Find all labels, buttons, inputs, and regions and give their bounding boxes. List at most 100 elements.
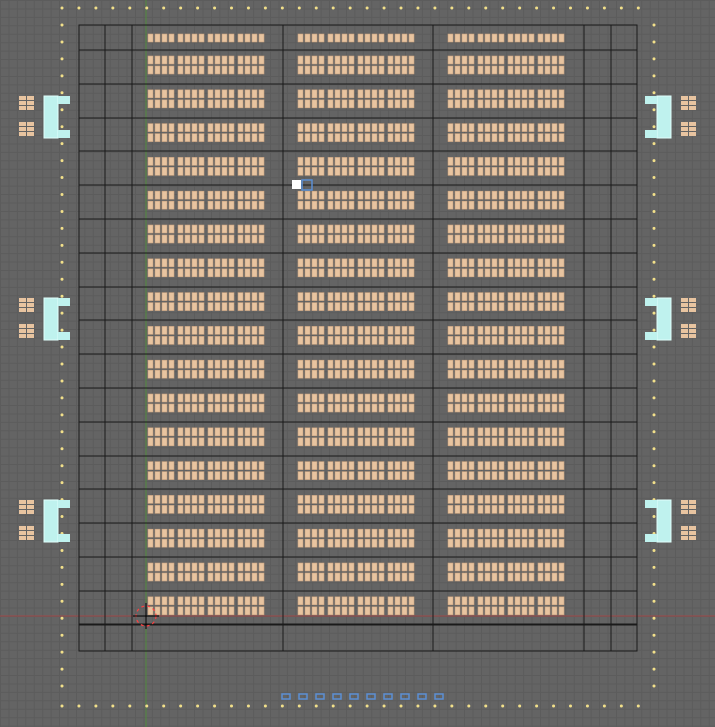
rack-slot[interactable] — [161, 403, 168, 413]
pallet[interactable] — [681, 96, 688, 100]
rack-slot[interactable] — [161, 326, 168, 335]
rack-slot[interactable] — [184, 403, 191, 413]
rack-slot[interactable] — [447, 495, 454, 504]
rack-slot[interactable] — [394, 234, 401, 244]
rack-slot[interactable] — [378, 336, 385, 345]
rack-slot[interactable] — [371, 562, 378, 572]
rack-slot[interactable] — [447, 427, 454, 437]
rack-slot[interactable] — [514, 528, 521, 538]
rack-slot[interactable] — [147, 133, 154, 142]
rack-slot[interactable] — [198, 437, 205, 447]
light-icon[interactable] — [652, 481, 656, 485]
rack-slot[interactable] — [348, 528, 355, 538]
rack-slot[interactable] — [198, 89, 205, 99]
rack-slot[interactable] — [521, 427, 528, 437]
rack-slot[interactable] — [544, 572, 551, 582]
light-icon[interactable] — [535, 6, 539, 10]
rack-slot[interactable] — [537, 326, 544, 335]
rack-slot[interactable] — [528, 538, 535, 548]
rack-slot[interactable] — [528, 99, 535, 109]
rack-slot[interactable] — [198, 302, 205, 311]
rack-slot[interactable] — [498, 224, 505, 234]
rack-slot[interactable] — [214, 224, 221, 234]
rack-slot[interactable] — [318, 336, 325, 345]
rack-slot[interactable] — [477, 427, 484, 437]
rack-slot[interactable] — [454, 369, 461, 379]
light-icon[interactable] — [60, 396, 64, 400]
rack-slot[interactable] — [251, 167, 258, 176]
light-icon[interactable] — [552, 704, 556, 708]
light-icon[interactable] — [280, 6, 284, 10]
rack-slot[interactable] — [461, 133, 468, 142]
rack-slot[interactable] — [154, 190, 161, 200]
rack-slot[interactable] — [364, 200, 371, 210]
rack-slot[interactable] — [544, 505, 551, 514]
rack-slot[interactable] — [304, 326, 311, 335]
rack-slot[interactable] — [477, 562, 484, 572]
rack-slot[interactable] — [177, 157, 184, 166]
rack-slot[interactable] — [334, 538, 341, 548]
rack-slot[interactable] — [507, 326, 514, 335]
rack-slot[interactable] — [198, 292, 205, 301]
rack-slot[interactable] — [154, 393, 161, 403]
rack-slot[interactable] — [551, 133, 558, 142]
rack-slot[interactable] — [537, 123, 544, 132]
rack-slot[interactable] — [461, 224, 468, 234]
rack-slot[interactable] — [161, 33, 168, 43]
rack-slot[interactable] — [514, 258, 521, 268]
light-icon[interactable] — [246, 6, 250, 10]
rack-slot[interactable] — [228, 596, 235, 606]
rack-slot[interactable] — [341, 65, 348, 75]
rack-slot[interactable] — [477, 528, 484, 538]
rack-slot[interactable] — [198, 596, 205, 606]
light-icon[interactable] — [652, 260, 656, 264]
rack-slot[interactable] — [528, 268, 535, 278]
rack-slot[interactable] — [528, 55, 535, 65]
rack-slot[interactable] — [461, 55, 468, 65]
rack-slot[interactable] — [537, 258, 544, 268]
rack-slot[interactable] — [454, 359, 461, 369]
rack-slot[interactable] — [371, 471, 378, 480]
rack-slot[interactable] — [161, 133, 168, 142]
rack-slot[interactable] — [191, 190, 198, 200]
rack-slot[interactable] — [228, 505, 235, 514]
rack-slot[interactable] — [161, 562, 168, 572]
pallet[interactable] — [27, 308, 34, 312]
rack-slot[interactable] — [327, 55, 334, 65]
rack-slot[interactable] — [491, 167, 498, 176]
light-icon[interactable] — [416, 6, 420, 10]
light-icon[interactable] — [60, 413, 64, 417]
rack-slot[interactable] — [387, 89, 394, 99]
rack-slot[interactable] — [221, 538, 228, 548]
light-icon[interactable] — [94, 704, 98, 708]
rack-slot[interactable] — [378, 268, 385, 278]
rack-slot[interactable] — [327, 427, 334, 437]
rack-slot[interactable] — [521, 224, 528, 234]
rack-slot[interactable] — [364, 123, 371, 132]
rack-slot[interactable] — [364, 55, 371, 65]
rack-slot[interactable] — [184, 190, 191, 200]
rack-slot[interactable] — [334, 224, 341, 234]
rack-slot[interactable] — [447, 369, 454, 379]
rack-slot[interactable] — [544, 326, 551, 335]
rack-slot[interactable] — [154, 606, 161, 616]
rack-slot[interactable] — [341, 326, 348, 335]
rack-slot[interactable] — [378, 258, 385, 268]
rack-slot[interactable] — [447, 167, 454, 176]
rack-slot[interactable] — [177, 471, 184, 480]
rack-slot[interactable] — [371, 359, 378, 369]
rack-slot[interactable] — [378, 461, 385, 470]
rack-slot[interactable] — [537, 167, 544, 176]
rack-slot[interactable] — [251, 326, 258, 335]
rack-slot[interactable] — [378, 606, 385, 616]
rack-slot[interactable] — [228, 359, 235, 369]
rack-slot[interactable] — [221, 596, 228, 606]
rack-slot[interactable] — [341, 268, 348, 278]
rack-slot[interactable] — [177, 505, 184, 514]
rack-slot[interactable] — [207, 505, 214, 514]
rack-slot[interactable] — [357, 65, 364, 75]
rack-slot[interactable] — [498, 393, 505, 403]
rack-slot[interactable] — [387, 157, 394, 166]
light-icon[interactable] — [636, 704, 640, 708]
